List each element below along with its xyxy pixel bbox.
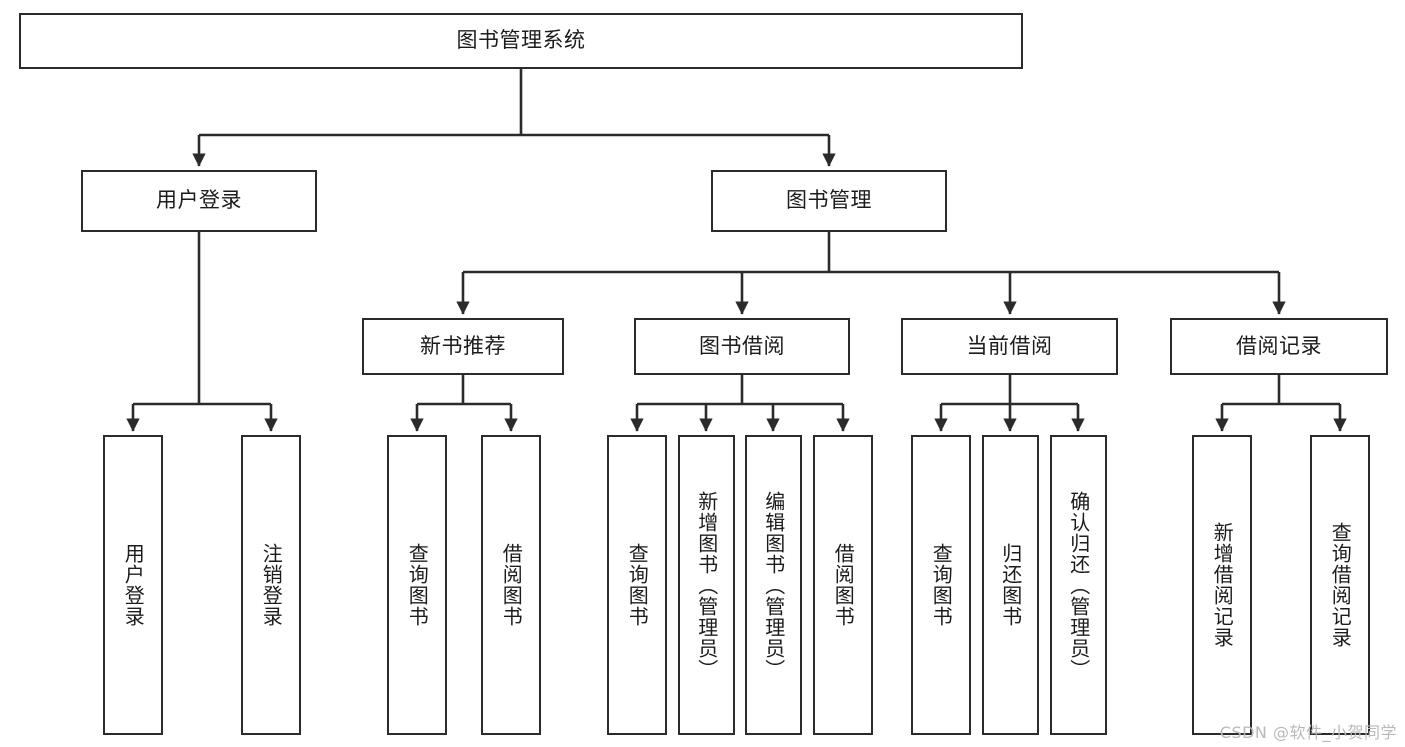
node-leaf-borrow-book-1-label: 借阅图书: [499, 543, 524, 627]
node-leaf-confirm-return-label: 确认归还（管理员）: [1066, 490, 1091, 680]
node-borrow-record[interactable]: 借阅记录: [1170, 318, 1388, 375]
node-user-login-label: 用户登录: [156, 188, 242, 213]
node-book-manage-label: 图书管理: [786, 188, 872, 213]
node-leaf-return-book-label: 归还图书: [998, 543, 1023, 627]
node-leaf-query-book-2[interactable]: 查询图书: [607, 435, 667, 735]
node-leaf-borrow-book-2-label: 借阅图书: [831, 543, 856, 627]
node-root[interactable]: 图书管理系统: [19, 13, 1023, 69]
node-current-borrow-label: 当前借阅: [966, 333, 1053, 358]
node-leaf-edit-book[interactable]: 编辑图书（管理员）: [745, 435, 802, 735]
node-leaf-borrow-book-2[interactable]: 借阅图书: [813, 435, 873, 735]
node-leaf-edit-book-label: 编辑图书（管理员）: [761, 490, 786, 680]
csdn-watermark: CSDN @软件_小贺同学: [1219, 723, 1397, 742]
node-leaf-add-book[interactable]: 新增图书（管理员）: [678, 435, 735, 735]
node-leaf-query-record-label: 查询借阅记录: [1328, 522, 1353, 648]
node-new-book-recommend-label: 新书推荐: [420, 333, 506, 358]
node-leaf-query-book-1[interactable]: 查询图书: [387, 435, 447, 735]
node-leaf-query-book-3-label: 查询图书: [929, 543, 954, 627]
node-root-label: 图书管理系统: [456, 28, 586, 53]
node-leaf-query-record[interactable]: 查询借阅记录: [1310, 435, 1370, 735]
node-leaf-confirm-return[interactable]: 确认归还（管理员）: [1050, 435, 1107, 735]
node-leaf-return-book[interactable]: 归还图书: [982, 435, 1039, 735]
node-leaf-query-book-3[interactable]: 查询图书: [911, 435, 971, 735]
node-leaf-user-login[interactable]: 用户登录: [103, 435, 163, 735]
node-leaf-user-login-label: 用户登录: [121, 543, 146, 627]
node-borrow-record-label: 借阅记录: [1236, 333, 1322, 358]
node-leaf-user-logout[interactable]: 注销登录: [241, 435, 301, 735]
node-book-borrow-label: 图书借阅: [699, 333, 785, 358]
node-leaf-borrow-book-1[interactable]: 借阅图书: [481, 435, 541, 735]
node-leaf-add-book-label: 新增图书（管理员）: [694, 490, 719, 680]
node-leaf-user-logout-label: 注销登录: [259, 543, 284, 627]
node-leaf-add-record-label: 新增借阅记录: [1210, 522, 1235, 648]
node-leaf-add-record[interactable]: 新增借阅记录: [1192, 435, 1252, 735]
node-book-manage[interactable]: 图书管理: [711, 170, 947, 232]
node-leaf-query-book-1-label: 查询图书: [405, 543, 430, 627]
node-user-login[interactable]: 用户登录: [81, 170, 317, 232]
node-new-book-recommend[interactable]: 新书推荐: [362, 318, 564, 375]
node-book-borrow[interactable]: 图书借阅: [634, 318, 850, 375]
node-current-borrow[interactable]: 当前借阅: [901, 318, 1118, 375]
node-leaf-query-book-2-label: 查询图书: [625, 543, 650, 627]
